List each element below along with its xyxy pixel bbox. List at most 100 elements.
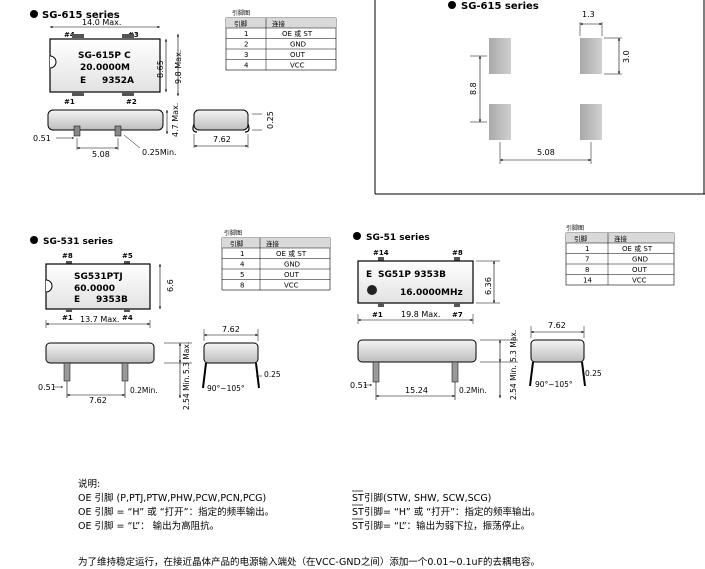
notes-footer: 为了维持稳定运行，在接近晶体产品的电源输入端处（在VCC-GND之间）添加一个0… <box>78 556 540 568</box>
sg531-pin-table: 引脚 连接 1 OE 或 ST 4 GND 5 OUT 8 VCC <box>221 237 331 291</box>
footprint-pad <box>489 104 511 140</box>
sg51-dim-pin-w: 0.51 <box>350 381 368 390</box>
notes-right-line: 引脚= “L”：输出为弱下拉，振荡停止。 <box>364 520 530 532</box>
sg51-chip-body <box>357 260 474 304</box>
table-header-connection: 连接 <box>614 234 628 243</box>
table-cell: VCC <box>290 62 305 70</box>
sg51-chip-line2: 16.0000MHz <box>400 288 463 298</box>
sg51-dim-lead-t: 0.25 <box>585 369 602 378</box>
sg615-dim-pin-w: 0.51 <box>33 134 51 143</box>
sg51-dim-lead-len: 2.54 Min. <box>509 365 518 400</box>
table-cell: OUT <box>284 271 300 279</box>
sg531-title: SG-531 series <box>43 237 113 247</box>
table-header-connection: 连接 <box>266 239 280 248</box>
footprint-dim-row-gap: 8.8 <box>469 82 478 95</box>
footprint-dim-col-gap: 5.08 <box>537 148 555 157</box>
sg615-side-view <box>47 109 164 131</box>
sg615-table-caption: 引脚图 <box>232 9 250 17</box>
table-cell: 7 <box>585 256 589 264</box>
sg531-pin8-label: #8 <box>62 252 73 260</box>
sg51-dim-side-h: 5.3 Max. <box>509 330 518 362</box>
sg51-dim-length: 19.8 Max. <box>401 310 440 319</box>
notes-st-label: ST <box>352 521 364 532</box>
sg615-footprint-panel: SG-615 series 1.3 3.0 8.8 5.08 <box>374 0 705 195</box>
sg51-end-view <box>530 339 585 363</box>
table-cell: 1 <box>585 245 589 253</box>
table-cell: 5 <box>240 271 244 279</box>
footprint-dim-pad-h: 3.0 <box>622 50 631 63</box>
sg615-dim-lead-t: 0.25 <box>266 111 275 129</box>
table-cell: 1 <box>244 30 248 38</box>
table-cell: VCC <box>284 282 299 290</box>
sg51-dim-body-h: 6.36 <box>484 277 493 295</box>
footprint-pad <box>489 38 511 74</box>
table-cell: GND <box>632 256 648 264</box>
sg531-chip-line2: 60.0000 <box>74 284 115 294</box>
table-header-connection: 连接 <box>272 19 286 28</box>
sg51-drawing: SG-51 series #14 #8 E SG51P 9353B 16.000… <box>350 224 675 400</box>
sg51-pin1-label: #1 <box>372 311 383 319</box>
sg51-dim-pitch: 15.24 <box>405 386 428 395</box>
sg531-dim-lead-t: 0.25 <box>264 370 281 379</box>
sg615-chip-line2: 20.0000M <box>80 63 130 73</box>
table-cell: OE 或 ST <box>276 249 307 258</box>
sg51-dim-angle: 90°~105° <box>535 380 573 389</box>
table-cell: OE 或 ST <box>282 29 313 38</box>
sg531-dim-lead-len: 2.54 Min. <box>182 375 191 410</box>
table-cell: OUT <box>632 266 648 274</box>
table-cell: 3 <box>244 51 248 59</box>
bullet-icon <box>448 1 456 9</box>
bullet-icon <box>353 232 361 240</box>
sg51-pin-table: 引脚 连接 1 OE 或 ST 7 GND 8 OUT 14 VCC <box>565 232 675 286</box>
sg615-dim-length: 14.0 Max. <box>82 18 121 27</box>
notes-right-line: 引脚(STW, SHW, SCW,SCG) <box>364 493 491 504</box>
sg51-chip-line1b: SG51P 9353B <box>378 270 446 280</box>
sg531-pin5-label: #5 <box>122 252 133 260</box>
sg615-drawing: SG-615 series 14.0 Max. #4 #3 SG-615P C … <box>30 9 337 159</box>
notes-st-label: ST <box>352 493 364 504</box>
sg531-end-view <box>203 342 259 364</box>
notes-left-line: OE 引脚 (P,PTJ,PTW,PHW,PCW,PCN,PCG) <box>78 493 266 504</box>
footprint-dim-pad-w: 1.3 <box>582 10 595 19</box>
sg531-dim-standoff: 0.2Min. <box>130 386 158 395</box>
sg615-dim-end-w: 7.62 <box>213 135 231 144</box>
sg531-dim-end-w: 7.62 <box>222 325 240 334</box>
sg51-table-caption: 引脚图 <box>566 224 584 232</box>
sg51-pin14-label: #14 <box>373 249 389 257</box>
table-cell: OE 或 ST <box>622 244 653 253</box>
sg531-chip-line3a: E <box>74 295 80 305</box>
sg531-table-caption: 引脚图 <box>224 229 242 237</box>
notes-left-line: OE 引脚 = “H” 或 “打开”：指定的频率输出。 <box>78 506 274 518</box>
sg531-pin4-label: #4 <box>122 314 133 322</box>
sg615-chip-line1: SG-615P C <box>78 51 131 61</box>
sg531-chip-line3b: 9353B <box>96 295 128 305</box>
sg615-pin4-label: #4 <box>64 31 75 39</box>
sg531-dim-length: 13.7 Max. <box>80 315 119 324</box>
sg531-chip-line1: SG531PTJ <box>74 272 123 282</box>
sg531-dim-pitch: 7.62 <box>89 396 107 405</box>
sg615-dim-side-h: 4.7 Max. <box>171 103 180 137</box>
table-header-pin: 引脚 <box>574 234 588 243</box>
sg51-dim-end-w: 7.62 <box>548 321 566 330</box>
notes-left-line: OE 引脚 = “L”： 输出为高阻抗。 <box>78 520 219 532</box>
sg51-pin7-label: #7 <box>452 311 463 319</box>
table-cell: 8 <box>585 266 589 274</box>
sg615-pin1-label: #1 <box>64 98 75 106</box>
notes-section: 说明: OE 引脚 (P,PTJ,PTW,PHW,PCW,PCN,PCG) OE… <box>78 478 541 568</box>
footprint-pad <box>580 38 602 74</box>
notes-st-label: ST <box>352 507 364 518</box>
sg51-pin8-label: #8 <box>452 249 463 257</box>
table-cell: VCC <box>632 277 647 285</box>
sg531-drawing: SG-531 series #8 #5 SG531PTJ 60.0000 E 9… <box>30 229 331 410</box>
sg51-dim-standoff: 0.2Min. <box>459 386 487 395</box>
notes-right-line: 引脚= “H” 或 “打开”：指定的频率输出。 <box>364 506 541 518</box>
table-header-pin: 引脚 <box>234 19 248 28</box>
bullet-icon <box>30 236 38 244</box>
sg531-side-view <box>45 342 155 364</box>
table-cell: 14 <box>583 277 592 285</box>
sg615-chip-line3b: 9352A <box>102 76 134 86</box>
table-cell: 2 <box>244 41 248 49</box>
sg51-side-view <box>357 339 477 363</box>
sg615-dim-pin-pitch: 5.08 <box>92 150 110 159</box>
